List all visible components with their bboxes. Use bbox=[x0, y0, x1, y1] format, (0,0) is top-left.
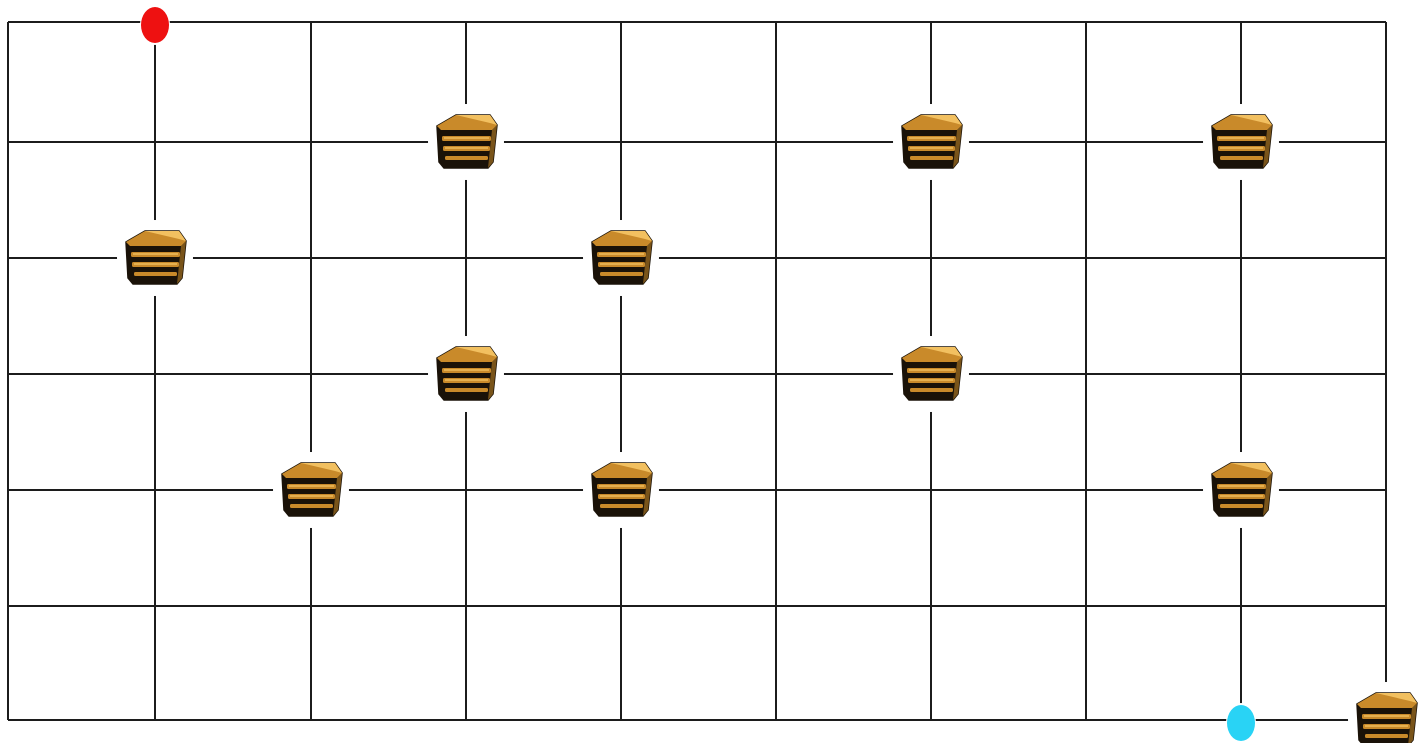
treasure-basket-icon bbox=[428, 104, 504, 180]
treasure-basket-icon bbox=[428, 336, 504, 412]
treasure-basket-icon bbox=[583, 220, 659, 296]
treasure-basket-icon bbox=[273, 452, 349, 528]
treasure-basket-icon bbox=[583, 452, 659, 528]
treasure-basket-icon bbox=[1203, 104, 1279, 180]
treasure-basket-icon bbox=[117, 220, 193, 296]
treasure-basket-icon bbox=[893, 104, 969, 180]
obstacle-layer bbox=[117, 104, 1424, 743]
treasure-basket-icon bbox=[893, 336, 969, 412]
treasure-basket-icon bbox=[1348, 682, 1424, 743]
start-marker bbox=[140, 5, 170, 45]
goal-marker bbox=[1226, 703, 1256, 743]
treasure-basket-icon bbox=[1203, 452, 1279, 528]
grid-lines bbox=[8, 22, 1386, 720]
